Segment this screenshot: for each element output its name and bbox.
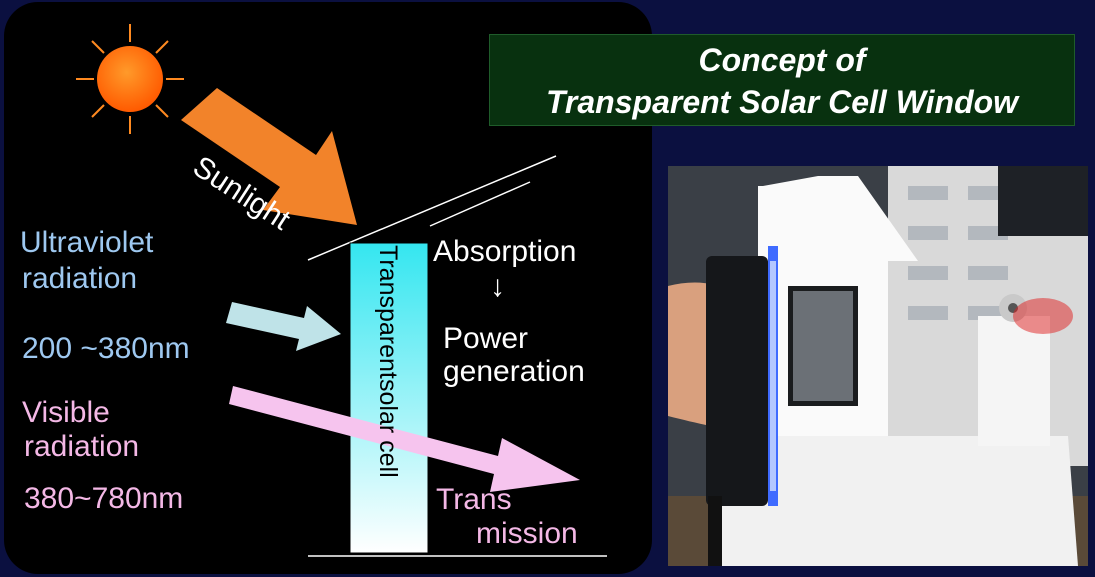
down-arrow-icon: ↓ [490,270,505,303]
visible-label-line1: Visible [22,396,110,429]
visible-range: 380~780nm [24,482,184,515]
roof-line [307,155,557,261]
transmission-label-line1: Trans [436,483,512,516]
uv-arrow [226,302,341,351]
solar-cell-label: Transparent solar cell [352,245,424,545]
uv-label-line2: radiation [22,262,138,295]
power-label-line1: Power [443,322,529,355]
sunlight-arrow [181,88,357,225]
roof-line-inner [429,181,531,227]
uv-label-line1: Ultraviolet [20,226,154,259]
solar-cell-panel [349,242,429,554]
solar-cell-label-line2: solar cell [374,378,402,478]
title-line2: Transparent Solar Cell Window [545,84,1019,120]
title-line1: Concept of [698,42,866,78]
visible-arrow [229,386,580,492]
sun-icon [76,24,184,134]
solar-cell-label-line1: Transparent [374,245,402,379]
title-box: Concept of Transparent Solar Cell Window [489,34,1075,126]
absorption-label: Absorption [433,235,577,268]
power-label-line2: generation [443,355,585,388]
transmission-label-line2: mission [476,517,578,550]
photo-illustration [668,166,1088,566]
demo-photo [668,166,1088,566]
visible-label-line2: radiation [24,430,140,463]
uv-range: 200 ~380nm [22,332,190,365]
